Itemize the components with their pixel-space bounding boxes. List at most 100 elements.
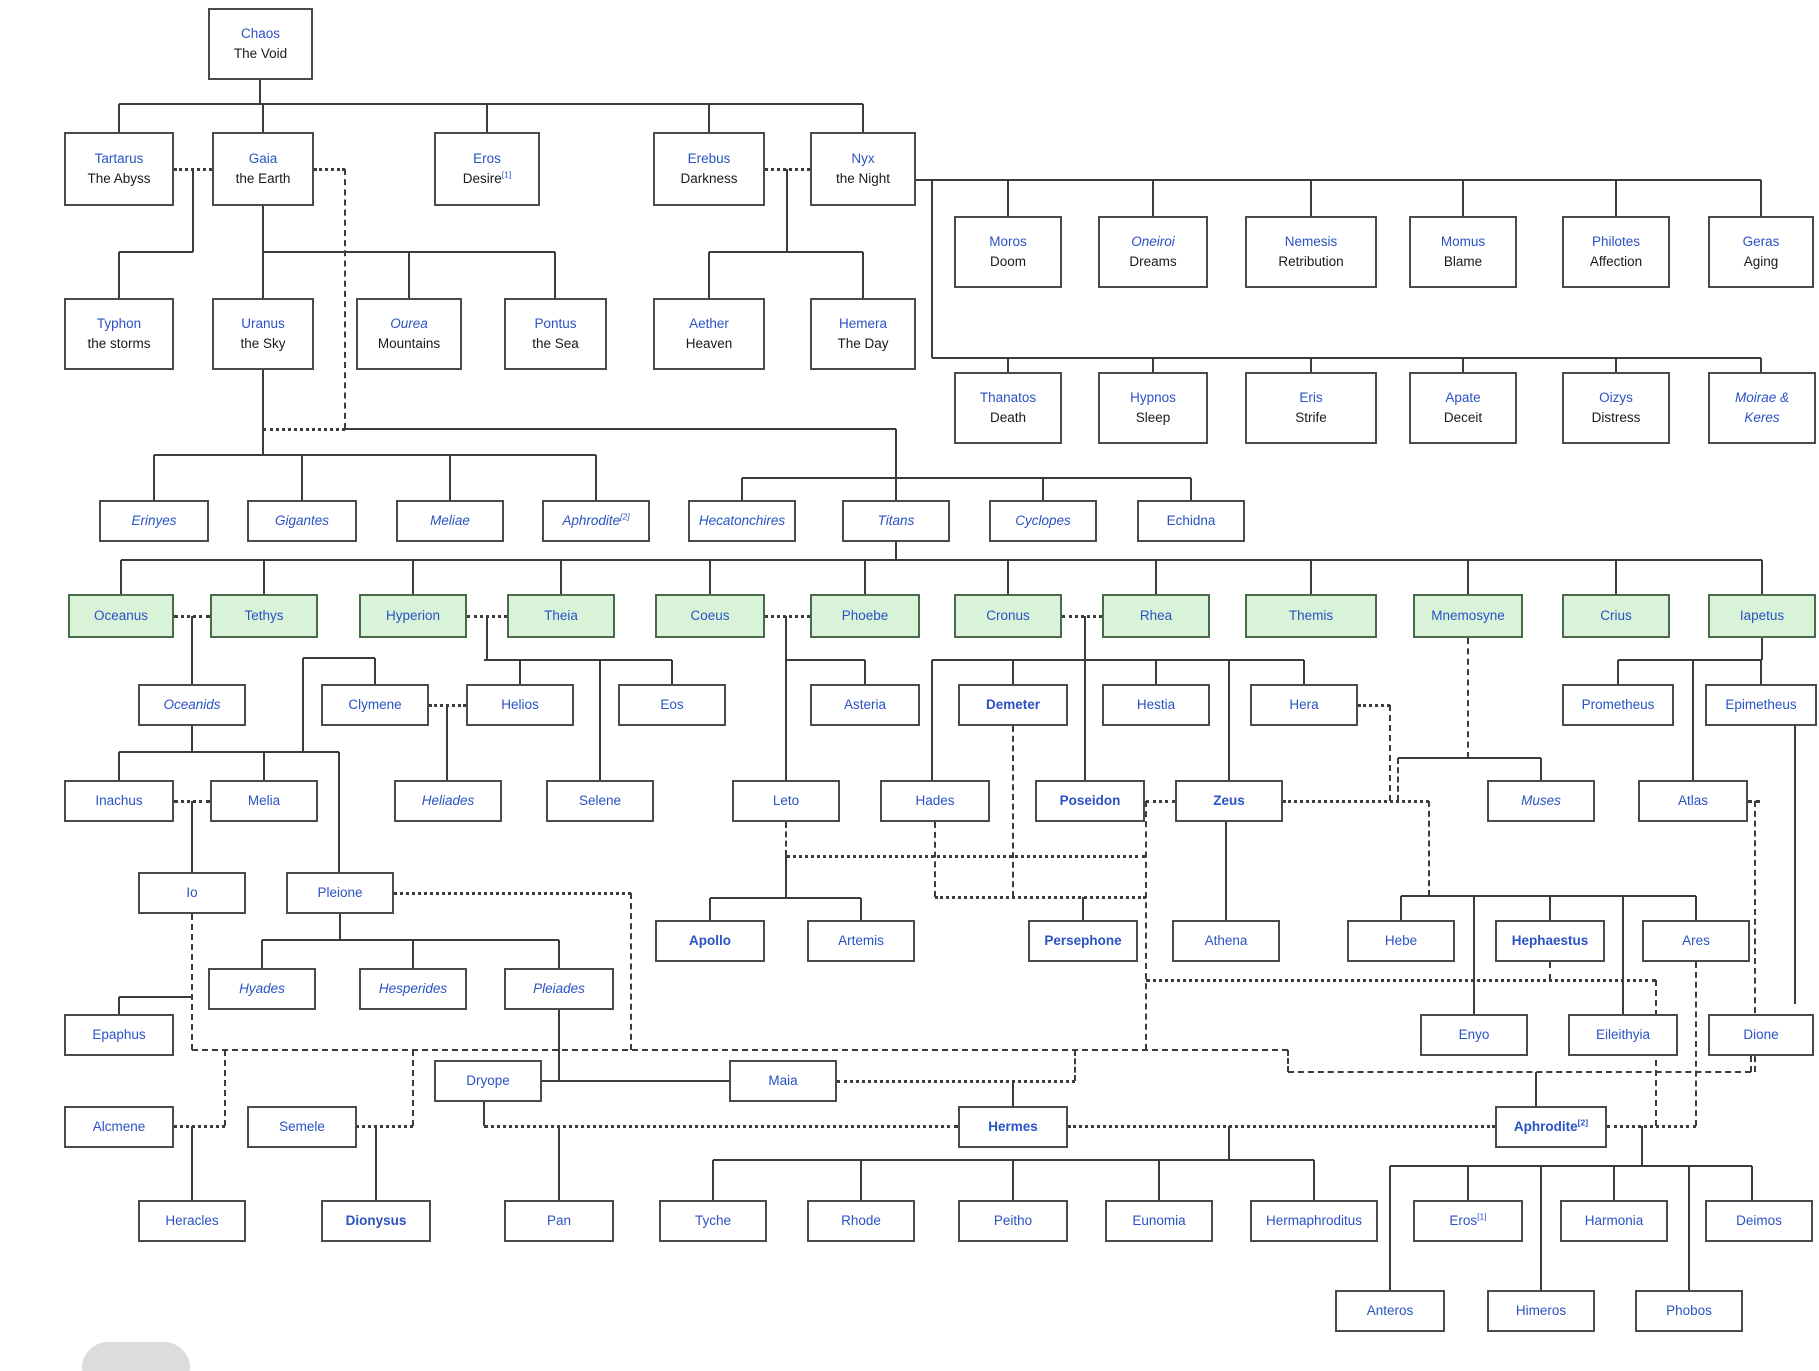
node-gigantes: Gigantes [247,500,357,542]
descent-line [412,560,414,594]
node-mnemosyne: Mnemosyne [1413,594,1523,638]
descent-line [118,997,120,1014]
descent-line [1473,896,1475,1014]
node-label: Inachus [95,793,143,809]
node-label: Phoebe [841,608,889,624]
union-line [1607,1125,1696,1128]
node-tethys: Tethys [210,594,318,638]
descent-line [118,252,120,298]
union-line [1397,758,1399,801]
node-label: Gaia [248,151,278,167]
node-demeter: Demeter [958,684,1068,726]
descent-line [599,660,601,780]
node-dione: Dione [1708,1014,1814,1056]
descent-line [554,252,556,298]
descent-line [1549,896,1551,920]
descent-line [412,940,414,968]
node-clymene: Clymene [321,684,429,726]
node-label: Alcmene [92,1119,146,1135]
node-hermaphroditus: Hermaphroditus [1250,1200,1378,1242]
node-iapetus: Iapetus [1708,594,1816,638]
node-epithet: the Sea [532,336,579,351]
descent-line [558,940,560,968]
node-label: Peitho [993,1213,1033,1229]
node-label: Phobos [1666,1303,1712,1319]
node-rhea: Rhea [1102,594,1210,638]
descent-line [1462,358,1464,372]
descent-line [1618,659,1761,661]
node-label: Pan [546,1213,572,1229]
node-label: Iapetus [1739,608,1785,624]
node-label: Coeus [690,608,730,624]
descent-line [786,169,788,252]
descent-line [1613,1166,1615,1200]
descent-line [484,659,672,661]
descent-line [263,560,265,594]
union-line [1074,1050,1076,1081]
descent-line [486,616,488,660]
node-rhode: Rhode [807,1200,915,1242]
footnote-marker: [1] [501,169,512,180]
descent-line [262,370,264,455]
union-line [1428,801,1430,896]
descent-line [408,252,410,298]
node-inachus: Inachus [64,780,174,822]
descent-line [709,251,863,253]
descent-line [1012,1081,1014,1106]
descent-line [339,914,341,940]
node-epithet: Blame [1443,254,1483,269]
descent-line [785,856,787,898]
node-epithet: the Sky [240,336,286,351]
node-label: Oizys [1599,390,1633,406]
node-label: Tyche [694,1213,732,1229]
node-label: Eris [1299,390,1323,406]
node-io: Io [138,872,246,914]
node-label: Uranus [241,316,285,332]
node-label: Aphrodite[2] [1513,1117,1589,1135]
node-persephone: Persephone [1028,920,1138,962]
node-label: Ares [1682,933,1710,949]
node-label: Anteros [1366,1303,1414,1319]
node-label: Nyx [851,151,875,167]
node-label: Heracles [165,1213,219,1229]
node-label: Hemera [838,316,887,332]
node-label: Dryope [466,1073,510,1089]
node-deimos: Deimos [1705,1200,1813,1242]
union-line [263,428,345,431]
union-line [1062,615,1102,618]
descent-line [931,180,933,358]
descent-line [895,478,897,500]
descent-line [118,752,120,780]
node-label: Pleione [317,885,363,901]
union-line [1467,638,1469,758]
descent-line [1692,660,1694,780]
node-tyche: Tyche [659,1200,767,1242]
node-label: Heliades [421,793,475,809]
node-label: Harmonia [1584,1213,1644,1229]
node-heliades: Heliades [394,780,502,822]
node-label: Dionysus [345,1213,407,1229]
node-label: Melia [247,793,281,809]
node-aphrodite-uranus: Aphrodite[2] [542,500,650,542]
node-epithet: Affection [1589,254,1643,269]
node-titans: Titans [842,500,950,542]
union-line [356,1125,413,1128]
union-line [1288,1071,1751,1073]
node-label: Hebe [1384,933,1418,949]
node-label: Oneiroi [1131,234,1175,250]
descent-line [1462,180,1464,216]
node-muses: Muses [1487,780,1595,822]
node-label: Thanatos [979,390,1037,406]
node-label: Hypnos [1130,390,1176,406]
node-epithet: The Day [837,336,889,351]
node-label: Hephaestus [1511,933,1589,949]
node-himeros: Himeros [1487,1290,1595,1332]
descent-line [345,428,896,430]
descent-line [785,616,787,780]
node-epithet: the storms [87,336,151,351]
